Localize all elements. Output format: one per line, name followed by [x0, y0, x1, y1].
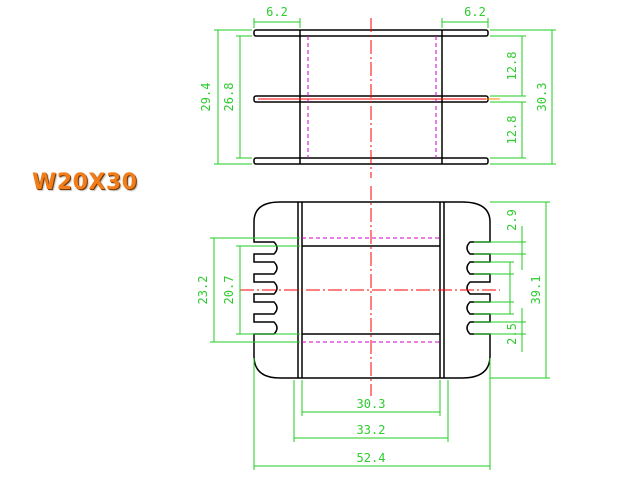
part-title: W20X30	[32, 170, 138, 195]
dim-bottom-height-outer: 23.2	[196, 276, 210, 305]
dim-overall-height-left: 29.4	[199, 83, 213, 112]
dim-inner-height-left: 26.8	[222, 83, 236, 112]
dim-width-inner: 30.3	[357, 397, 386, 411]
dim-overall-height-right: 30.3	[535, 83, 549, 112]
dim-overall-height-bottom: 39.1	[529, 276, 543, 305]
top-view-hidden-lines	[307, 36, 437, 158]
bottom-view-centerlines	[240, 186, 500, 396]
dim-slot-pitch-top: 2.9	[505, 209, 519, 231]
dim-top-right-flange: 6.2	[464, 5, 486, 19]
top-view-dimensions	[214, 18, 556, 165]
dim-slot-pitch-bottom: 2.5	[505, 323, 519, 345]
bobbin-outline	[253, 201, 491, 379]
dim-width-overall: 52.4	[357, 451, 386, 465]
dim-bottom-height-inner: 20.7	[222, 276, 236, 305]
dim-upper-right: 12.8	[505, 52, 519, 81]
top-view-centerlines	[258, 18, 500, 178]
dim-lower-right: 12.8	[505, 116, 519, 145]
dim-width-middle: 33.2	[357, 423, 386, 437]
bottom-view-dimensions	[210, 201, 550, 470]
dim-top-left-flange: 6.2	[266, 5, 288, 19]
bottom-view-hidden-lines	[302, 237, 440, 343]
